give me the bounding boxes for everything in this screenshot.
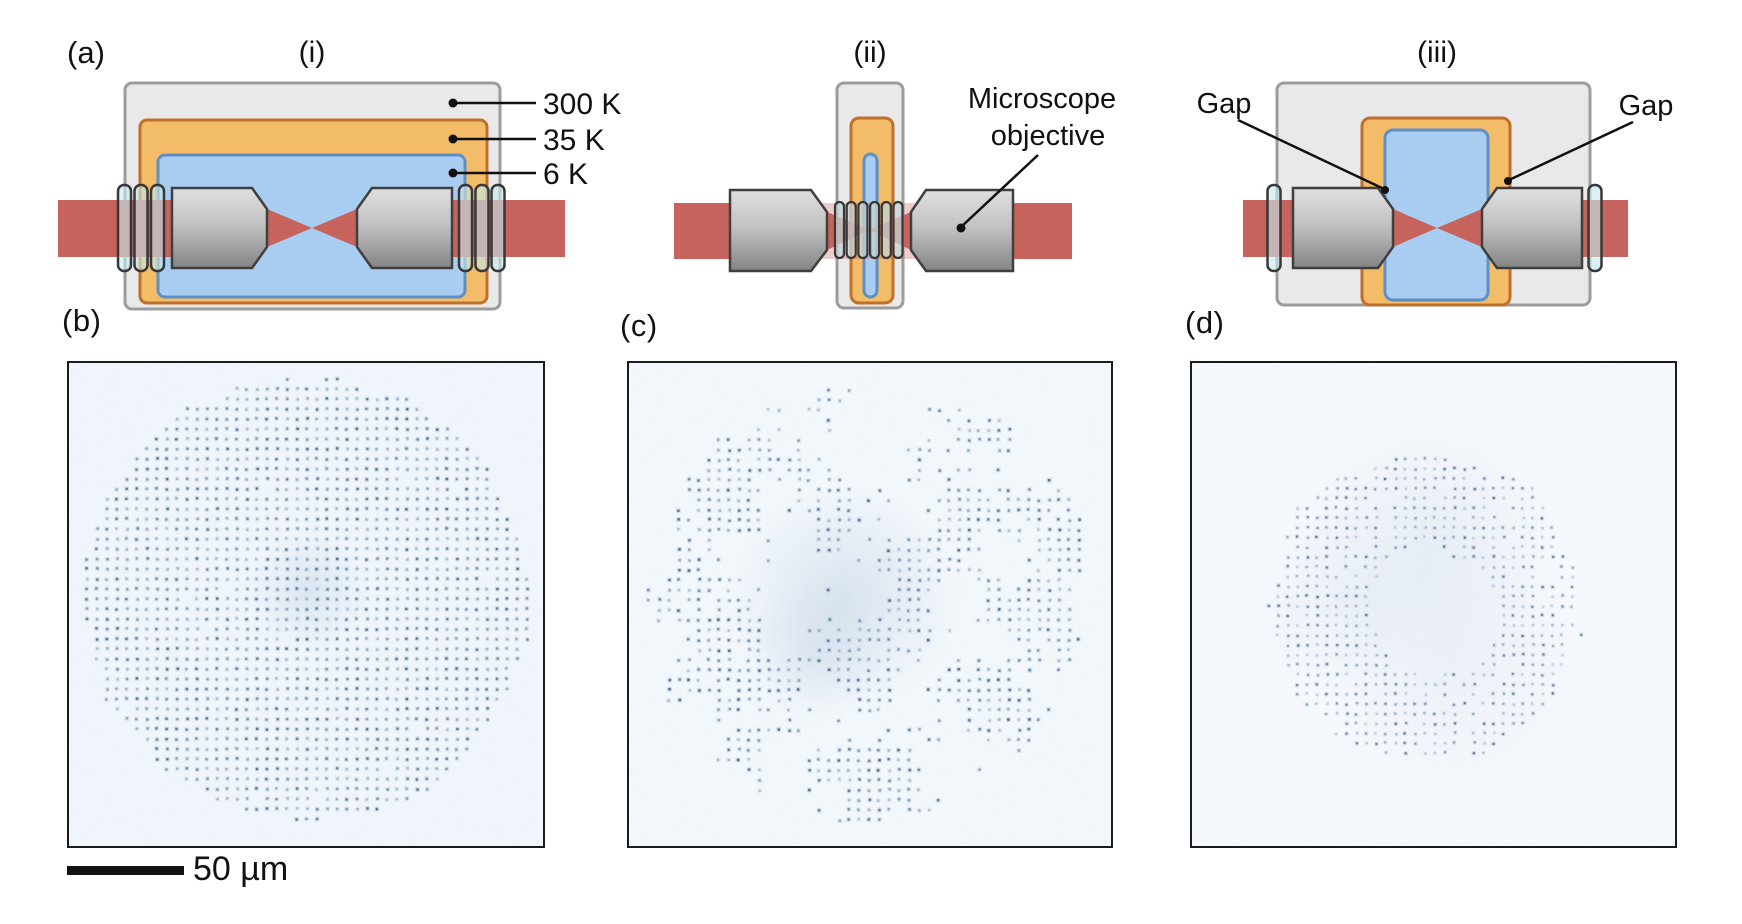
scale-bar-label: 50 µm [193,850,289,888]
window-icon [892,200,904,260]
callout-dot-300k [448,98,458,108]
objective-left-i [170,186,269,270]
objective-callout-dot [956,223,966,233]
gap-right-callout-line [1508,120,1634,182]
sub-ii-label: (ii) [853,36,886,69]
windows-ii [833,200,904,260]
callout-dot-6k [448,168,458,178]
window-icon [490,183,506,273]
atom-array-image-c [627,361,1113,848]
microscope-objective-label-line2: objective [991,120,1105,152]
scale-bar [67,866,184,875]
sub-i-label: (i) [299,36,326,69]
callout-dot-35k [448,134,458,144]
objective-right-i [355,186,454,270]
panel-d-label: (d) [1185,305,1225,340]
window-icon [833,200,846,260]
window-icon [868,200,881,260]
window-icon [474,183,490,273]
focused-beam-i [267,209,357,247]
atom-array-image-d [1190,361,1677,848]
window-icon [845,200,857,260]
window-icon [857,200,869,260]
diagram-ii: Microscope objective [674,81,1116,310]
temp-300k-label: 300 K [543,88,621,121]
gap-left-label: Gap [1197,88,1252,120]
temp-6k-label: 6 K [543,158,588,191]
window-icon [149,183,166,273]
objective-left-ii [728,188,829,273]
window-icon [116,183,133,273]
diagram-iii: Gap Gap [1197,81,1674,307]
objective-left-iii [1291,186,1395,270]
window-icon [457,183,474,273]
window-icon [1266,183,1282,273]
window-icon [133,183,149,273]
window-icon [880,200,892,260]
temp-35k-label: 35 K [543,124,605,157]
windows-i [116,183,506,273]
diagram-i: 300 K 35 K 6 K [58,81,621,311]
atom-array-canvas-d [1192,363,1675,846]
gap-right-label: Gap [1619,90,1674,122]
window-icon [1587,183,1603,273]
sub-iii-label: (iii) [1417,36,1457,69]
windows-iii [1266,183,1603,273]
gap-left-callout-line [1237,118,1385,191]
temperature-callouts [453,101,536,175]
atom-array-canvas-b [69,363,543,846]
atom-array-image-b [67,361,545,848]
focused-beam-iii [1393,209,1482,247]
gap-left-callout-dot [1381,186,1389,194]
gap-right-callout-dot [1504,177,1512,185]
objective-right-iii [1480,186,1584,270]
cryostat-schematics: (a) (i) (ii) (iii) [58,35,1674,311]
objective-callout-line [960,154,1039,228]
panel-c-label: (c) [620,308,658,343]
panel-b-label: (b) [62,303,102,338]
panel-a-label: (a) [67,35,105,70]
microscope-objective-label-line1: Microscope [968,83,1116,115]
atom-array-canvas-c [629,363,1111,846]
